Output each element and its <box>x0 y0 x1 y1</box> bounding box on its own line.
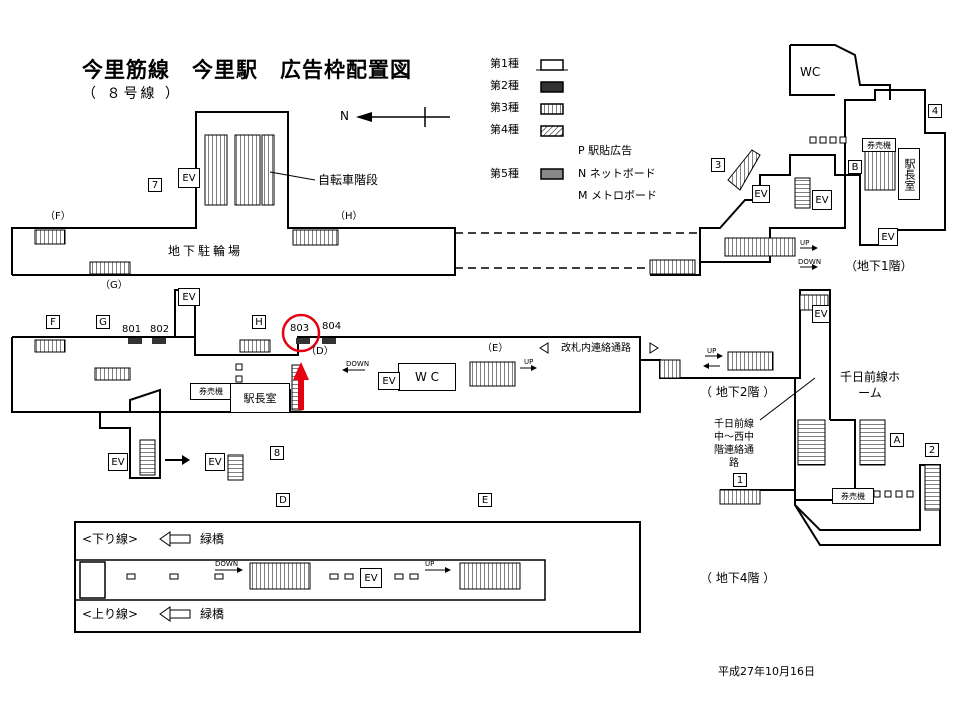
down-label-2: DOWN <box>798 258 822 266</box>
floor-b1-label: （地下1階） <box>845 259 913 273</box>
midoribashi-up: 緑橋 <box>200 607 225 621</box>
ev-box-5: EV <box>205 453 225 471</box>
legend-kind-5: 第5種 <box>490 167 519 180</box>
paren-g: （G） <box>100 280 128 291</box>
down-label-3: DOWN <box>215 560 239 568</box>
up-track-label: <上り線> <box>82 607 139 621</box>
up-label-2: UP <box>800 239 810 247</box>
paren-d: （D） <box>306 346 334 357</box>
up-label-4: UP <box>425 560 435 568</box>
ev-box-3: EV <box>378 372 400 390</box>
ticket-machine-b2: 券売機 <box>190 383 232 400</box>
ticket-machine-b4: 券売機 <box>832 488 874 504</box>
b1-wall <box>11 111 456 276</box>
exit-1: 1 <box>733 473 747 487</box>
floor-b2-label: （ 地下2階 ） <box>700 385 776 399</box>
north-label: N <box>340 109 349 123</box>
connection-label: 千日前線中～西中階連絡通路 <box>714 419 754 469</box>
date-label: 平成27年10月16日 <box>718 665 815 678</box>
ev-box-7: EV <box>812 190 832 210</box>
ticket-machine-b1: 券売機 <box>862 138 896 152</box>
exit-8: 8 <box>270 446 284 460</box>
down-track-label: <下り線> <box>82 532 139 546</box>
up-label-3: UP <box>707 347 717 355</box>
legend-n: N ネットボード <box>578 167 656 180</box>
legend-m: M メトロボード <box>578 189 657 202</box>
legend-kind-2: 第2種 <box>490 79 519 92</box>
station-office-b2: 駅長室 <box>230 383 290 413</box>
exit-4: 4 <box>928 104 942 118</box>
legend-p: P 駅貼広告 <box>578 144 633 157</box>
highlight-arrow <box>298 378 304 410</box>
exit-e: E <box>478 493 492 507</box>
ad-slot-804: 804 <box>322 321 342 332</box>
legend-kind-3: 第3種 <box>490 101 519 114</box>
bike-parking-label: 地下駐輪場 <box>168 244 244 258</box>
station-office-b1: 駅長室 <box>898 148 920 200</box>
wc-mid-label: W C <box>398 363 456 391</box>
exit-3: 3 <box>711 158 725 172</box>
ev-box-9: EV <box>878 228 898 246</box>
exit-h: H <box>252 315 266 329</box>
platform-frame <box>74 521 641 633</box>
exit-d: D <box>276 493 290 507</box>
exit-b: B <box>848 160 862 174</box>
floor-b4-label: （ 地下4階 ） <box>700 571 776 585</box>
exit-a: A <box>890 433 904 447</box>
ad-slot-802: 802 <box>150 324 170 335</box>
ad-slot-803: 803 <box>290 323 310 334</box>
legend-kind-1: 第1種 <box>490 57 519 70</box>
legend-kind-4: 第4種 <box>490 123 519 136</box>
up-label-1: UP <box>524 358 534 366</box>
wc-top-label: WC <box>800 65 821 79</box>
paren-e: （E） <box>482 343 509 354</box>
ev-box-4: EV <box>108 453 128 471</box>
paren-f: （F） <box>45 211 71 222</box>
exit-g: G <box>96 315 110 329</box>
exit-f: F <box>46 315 60 329</box>
ev-box-2: EV <box>178 288 200 306</box>
exit-2: 2 <box>925 443 939 457</box>
bicycle-stairs-label: 自転車階段 <box>318 173 379 187</box>
down-label-1: DOWN <box>346 360 370 368</box>
paren-h: （H） <box>335 211 363 222</box>
midoribashi-down: 緑橋 <box>200 532 225 546</box>
exit-7: 7 <box>148 178 162 192</box>
gate-passage-label: 改札内連絡通路 <box>561 343 631 354</box>
highlight-circle <box>281 313 321 353</box>
ev-box-10: EV <box>812 305 830 323</box>
ev-box-1: EV <box>178 168 200 188</box>
ad-slot-801: 801 <box>122 324 142 335</box>
page-title: 今里筋線 今里駅 広告枠配置図 <box>82 58 412 82</box>
ev-box-6: EV <box>360 568 382 588</box>
page-subtitle: （ ８号線 ） <box>82 86 182 102</box>
ev-box-8: EV <box>752 185 770 203</box>
b1-wc <box>790 44 891 100</box>
sennichimae-home-label: 千日前線ホーム <box>840 370 901 400</box>
